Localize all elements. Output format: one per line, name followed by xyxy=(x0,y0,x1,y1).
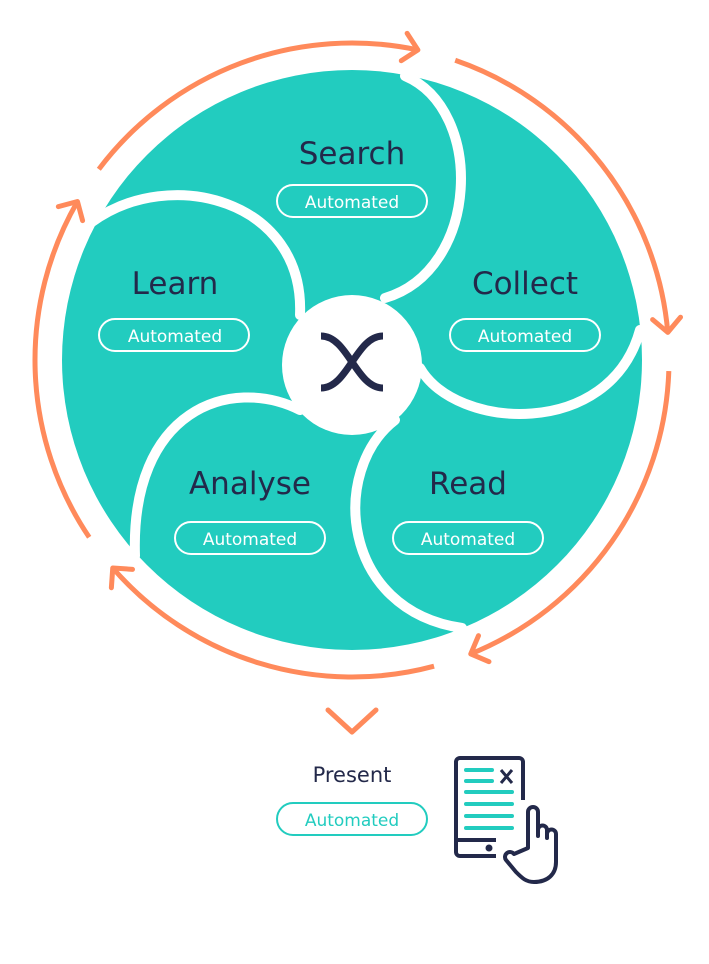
stage-collect: Collect Automated xyxy=(449,266,601,352)
separator-analyse-read xyxy=(350,415,467,633)
automated-badge xyxy=(276,184,428,218)
arrowhead-icon xyxy=(108,565,136,591)
cycle-arc xyxy=(469,370,672,657)
automated-badge xyxy=(98,318,250,352)
automated-badge xyxy=(276,802,428,836)
cycle-arc xyxy=(110,566,435,680)
cycle-arc xyxy=(96,40,419,171)
automated-badge xyxy=(392,521,544,555)
badge-text: Automated xyxy=(478,327,572,347)
badge-text: Automated xyxy=(203,530,297,550)
arrowhead-icon xyxy=(398,30,421,64)
badge-text: Automated xyxy=(305,193,399,213)
stage-learn: Learn Automated xyxy=(98,266,250,352)
chevron-down-icon xyxy=(325,707,379,735)
stage-label: Learn xyxy=(132,266,219,302)
separator-search-collect xyxy=(380,71,466,303)
stage-label: Collect xyxy=(472,266,578,302)
cycle-arc xyxy=(454,57,671,333)
petal-separators xyxy=(87,71,645,633)
arrowhead-icon xyxy=(55,199,86,224)
stage-label: Search xyxy=(299,136,406,172)
x-logo-icon xyxy=(320,332,384,392)
output-label: Present xyxy=(313,763,392,787)
separator-learn-analyse xyxy=(129,392,305,561)
stage-search: Search Automated xyxy=(276,136,428,218)
arrowhead-icon xyxy=(468,633,492,665)
automated-badge xyxy=(174,521,326,555)
tablet-document-touch-icon xyxy=(454,756,558,884)
separator-search-learn xyxy=(87,190,306,320)
cycle-arrows xyxy=(32,30,684,680)
stage-label: Read xyxy=(429,466,507,502)
stage-label: Analyse xyxy=(189,466,311,502)
stage-read: Read Automated xyxy=(392,466,544,555)
badge-text: Automated xyxy=(305,811,399,831)
separator-read-collect xyxy=(415,325,645,419)
arrowhead-icon xyxy=(650,314,684,335)
stage-analyse: Analyse Automated xyxy=(174,466,326,555)
cycle-arc xyxy=(32,200,92,539)
badge-text: Automated xyxy=(421,530,515,550)
output-present: Present Automated xyxy=(276,763,428,836)
badge-text: Automated xyxy=(128,327,222,347)
automated-badge xyxy=(449,318,601,352)
